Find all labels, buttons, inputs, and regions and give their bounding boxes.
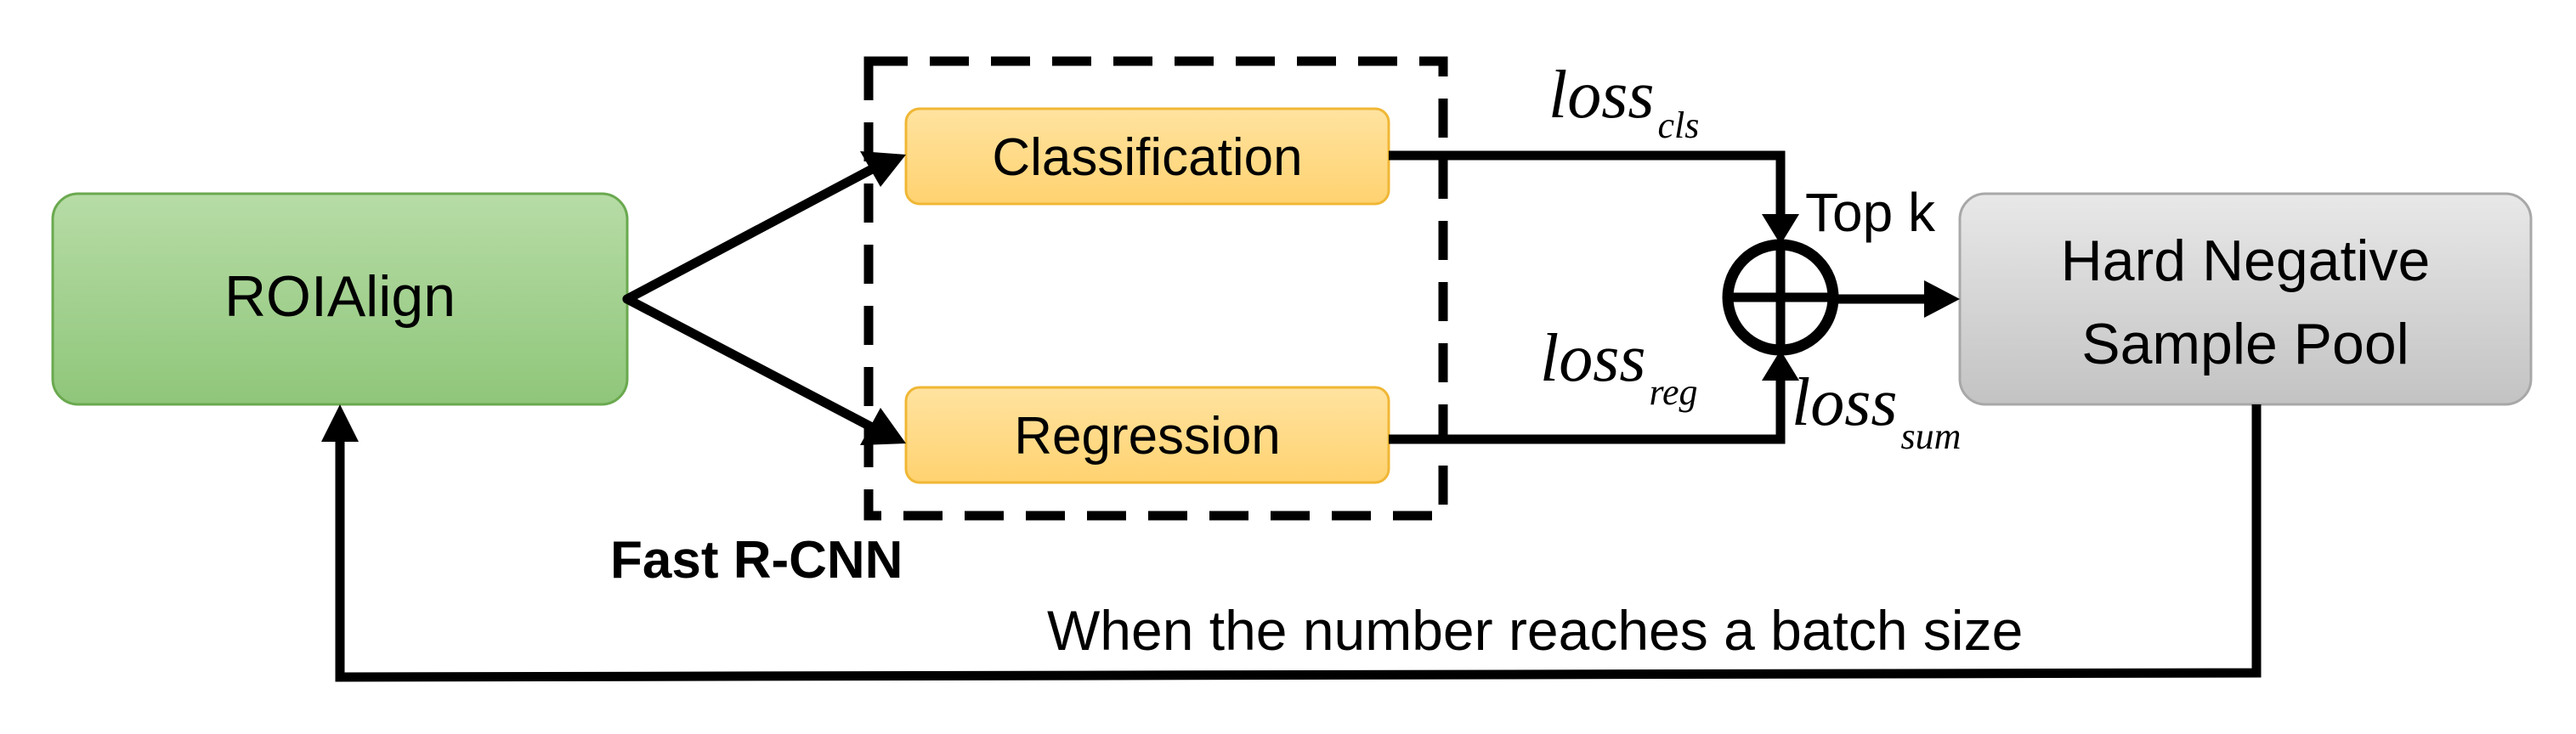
split-arrows: [622, 163, 879, 433]
arrow-to-regression: [622, 294, 879, 433]
loss-sum-sub: sum: [1901, 415, 1962, 457]
arrow-to-classification: [622, 163, 879, 304]
loss-reg-base: loss: [1540, 321, 1646, 396]
feedback-arrowhead: [321, 404, 359, 442]
loss-cls-base: loss: [1548, 58, 1655, 133]
regression-node: Regression: [904, 386, 1390, 484]
sum-operator-icon: [1722, 239, 1839, 356]
loss-cls-arrowhead: [1762, 214, 1799, 245]
pool-label-line2: Sample Pool: [2081, 312, 2409, 376]
feedback-label: When the number reaches a batch size: [1047, 599, 2023, 662]
loss-sum-label: losssum: [1792, 365, 1961, 457]
top-k-label: Top k: [1805, 182, 1936, 243]
loss-cls-label: losscls: [1548, 58, 1699, 146]
sum-to-pool-arrowhead: [1924, 280, 1960, 318]
hard-negative-pool-node: Hard Negative Sample Pool: [1958, 192, 2533, 406]
regression-label: Regression: [1014, 407, 1281, 466]
feedback-loop-line: [335, 404, 2262, 682]
arrowhead-regression: [860, 408, 906, 445]
loss-reg-sub: reg: [1650, 371, 1698, 413]
fast-rcnn-label: Fast R-CNN: [610, 531, 903, 590]
fast-rcnn-group-border: [863, 56, 1448, 521]
loss-reg-arrowhead: [1762, 350, 1799, 381]
classification-label: Classification: [992, 128, 1302, 187]
roialign-label: ROIAlign: [224, 264, 456, 329]
loss-cls-sub: cls: [1658, 104, 1700, 146]
classification-node: Classification: [904, 107, 1390, 206]
pool-label-line1: Hard Negative: [2061, 229, 2431, 293]
loss-sum-base: loss: [1792, 365, 1898, 440]
arrowhead-classification: [860, 151, 906, 187]
loss-reg-line: [1389, 381, 1786, 444]
roialign-node: ROIAlign: [51, 192, 629, 406]
loss-reg-label: lossreg: [1540, 321, 1698, 413]
loss-cls-line: [1389, 150, 1786, 214]
